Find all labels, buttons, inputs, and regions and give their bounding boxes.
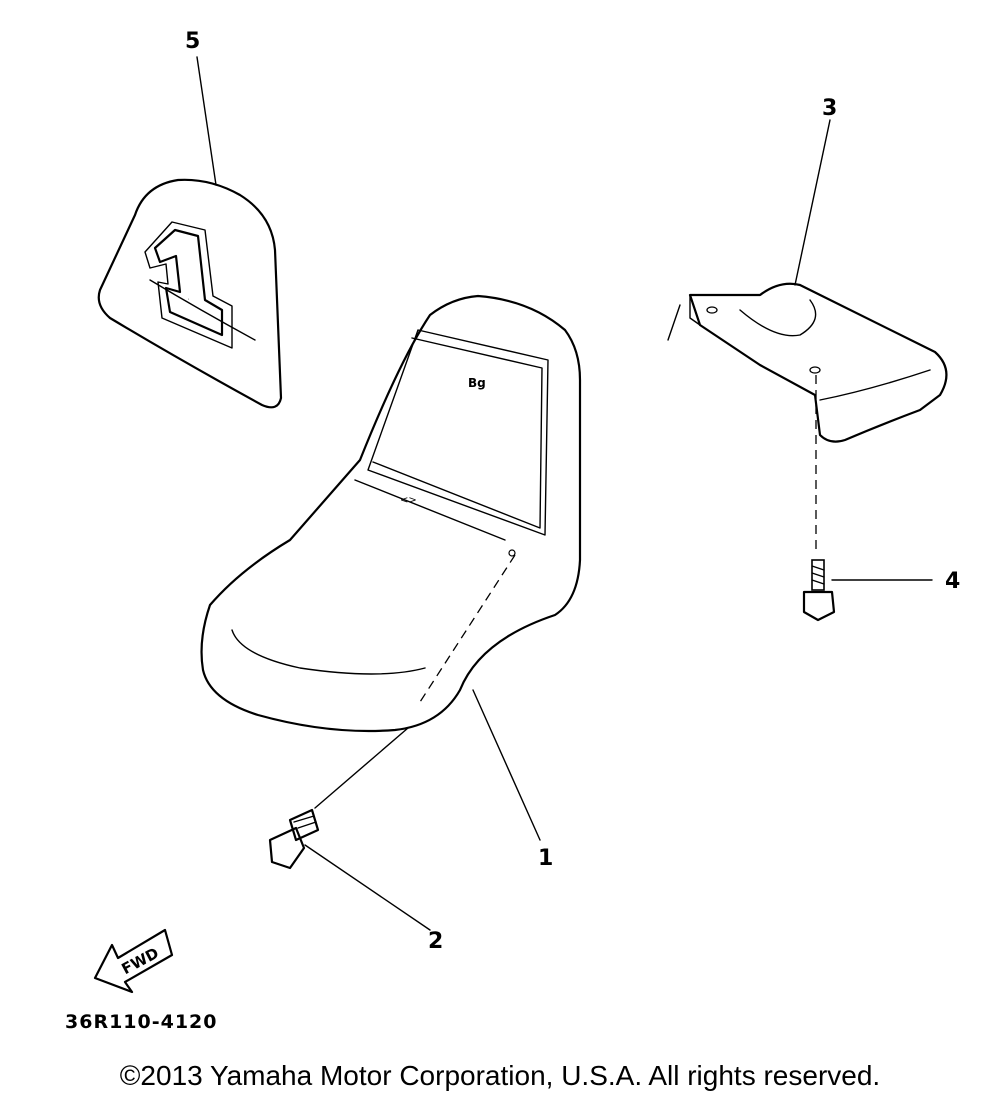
copyright-text: ©2013 Yamaha Motor Corporation, U.S.A. A… (119, 1060, 881, 1091)
callout-5: 5 (185, 29, 200, 54)
callout-4: 4 (945, 569, 960, 594)
bolt-part-2 (268, 727, 409, 870)
fwd-arrow-icon: FWD (93, 928, 174, 994)
number-decal-part-5: 1 (97, 178, 283, 409)
seat-small-label: Bg (468, 376, 486, 390)
callout-3: 3 (822, 96, 837, 121)
decal-number: 1 (188, 299, 190, 301)
bracket-part-3 (667, 282, 948, 555)
seat-part-1: Bg <> (200, 294, 582, 733)
leader-lines (196, 56, 933, 931)
callout-1: 1 (538, 846, 553, 871)
bolt-part-4 (802, 559, 836, 622)
callout-2: 2 (428, 929, 443, 954)
diagram-code: 36R110-4120 (65, 1011, 218, 1033)
svg-text:<>: <> (400, 495, 417, 506)
